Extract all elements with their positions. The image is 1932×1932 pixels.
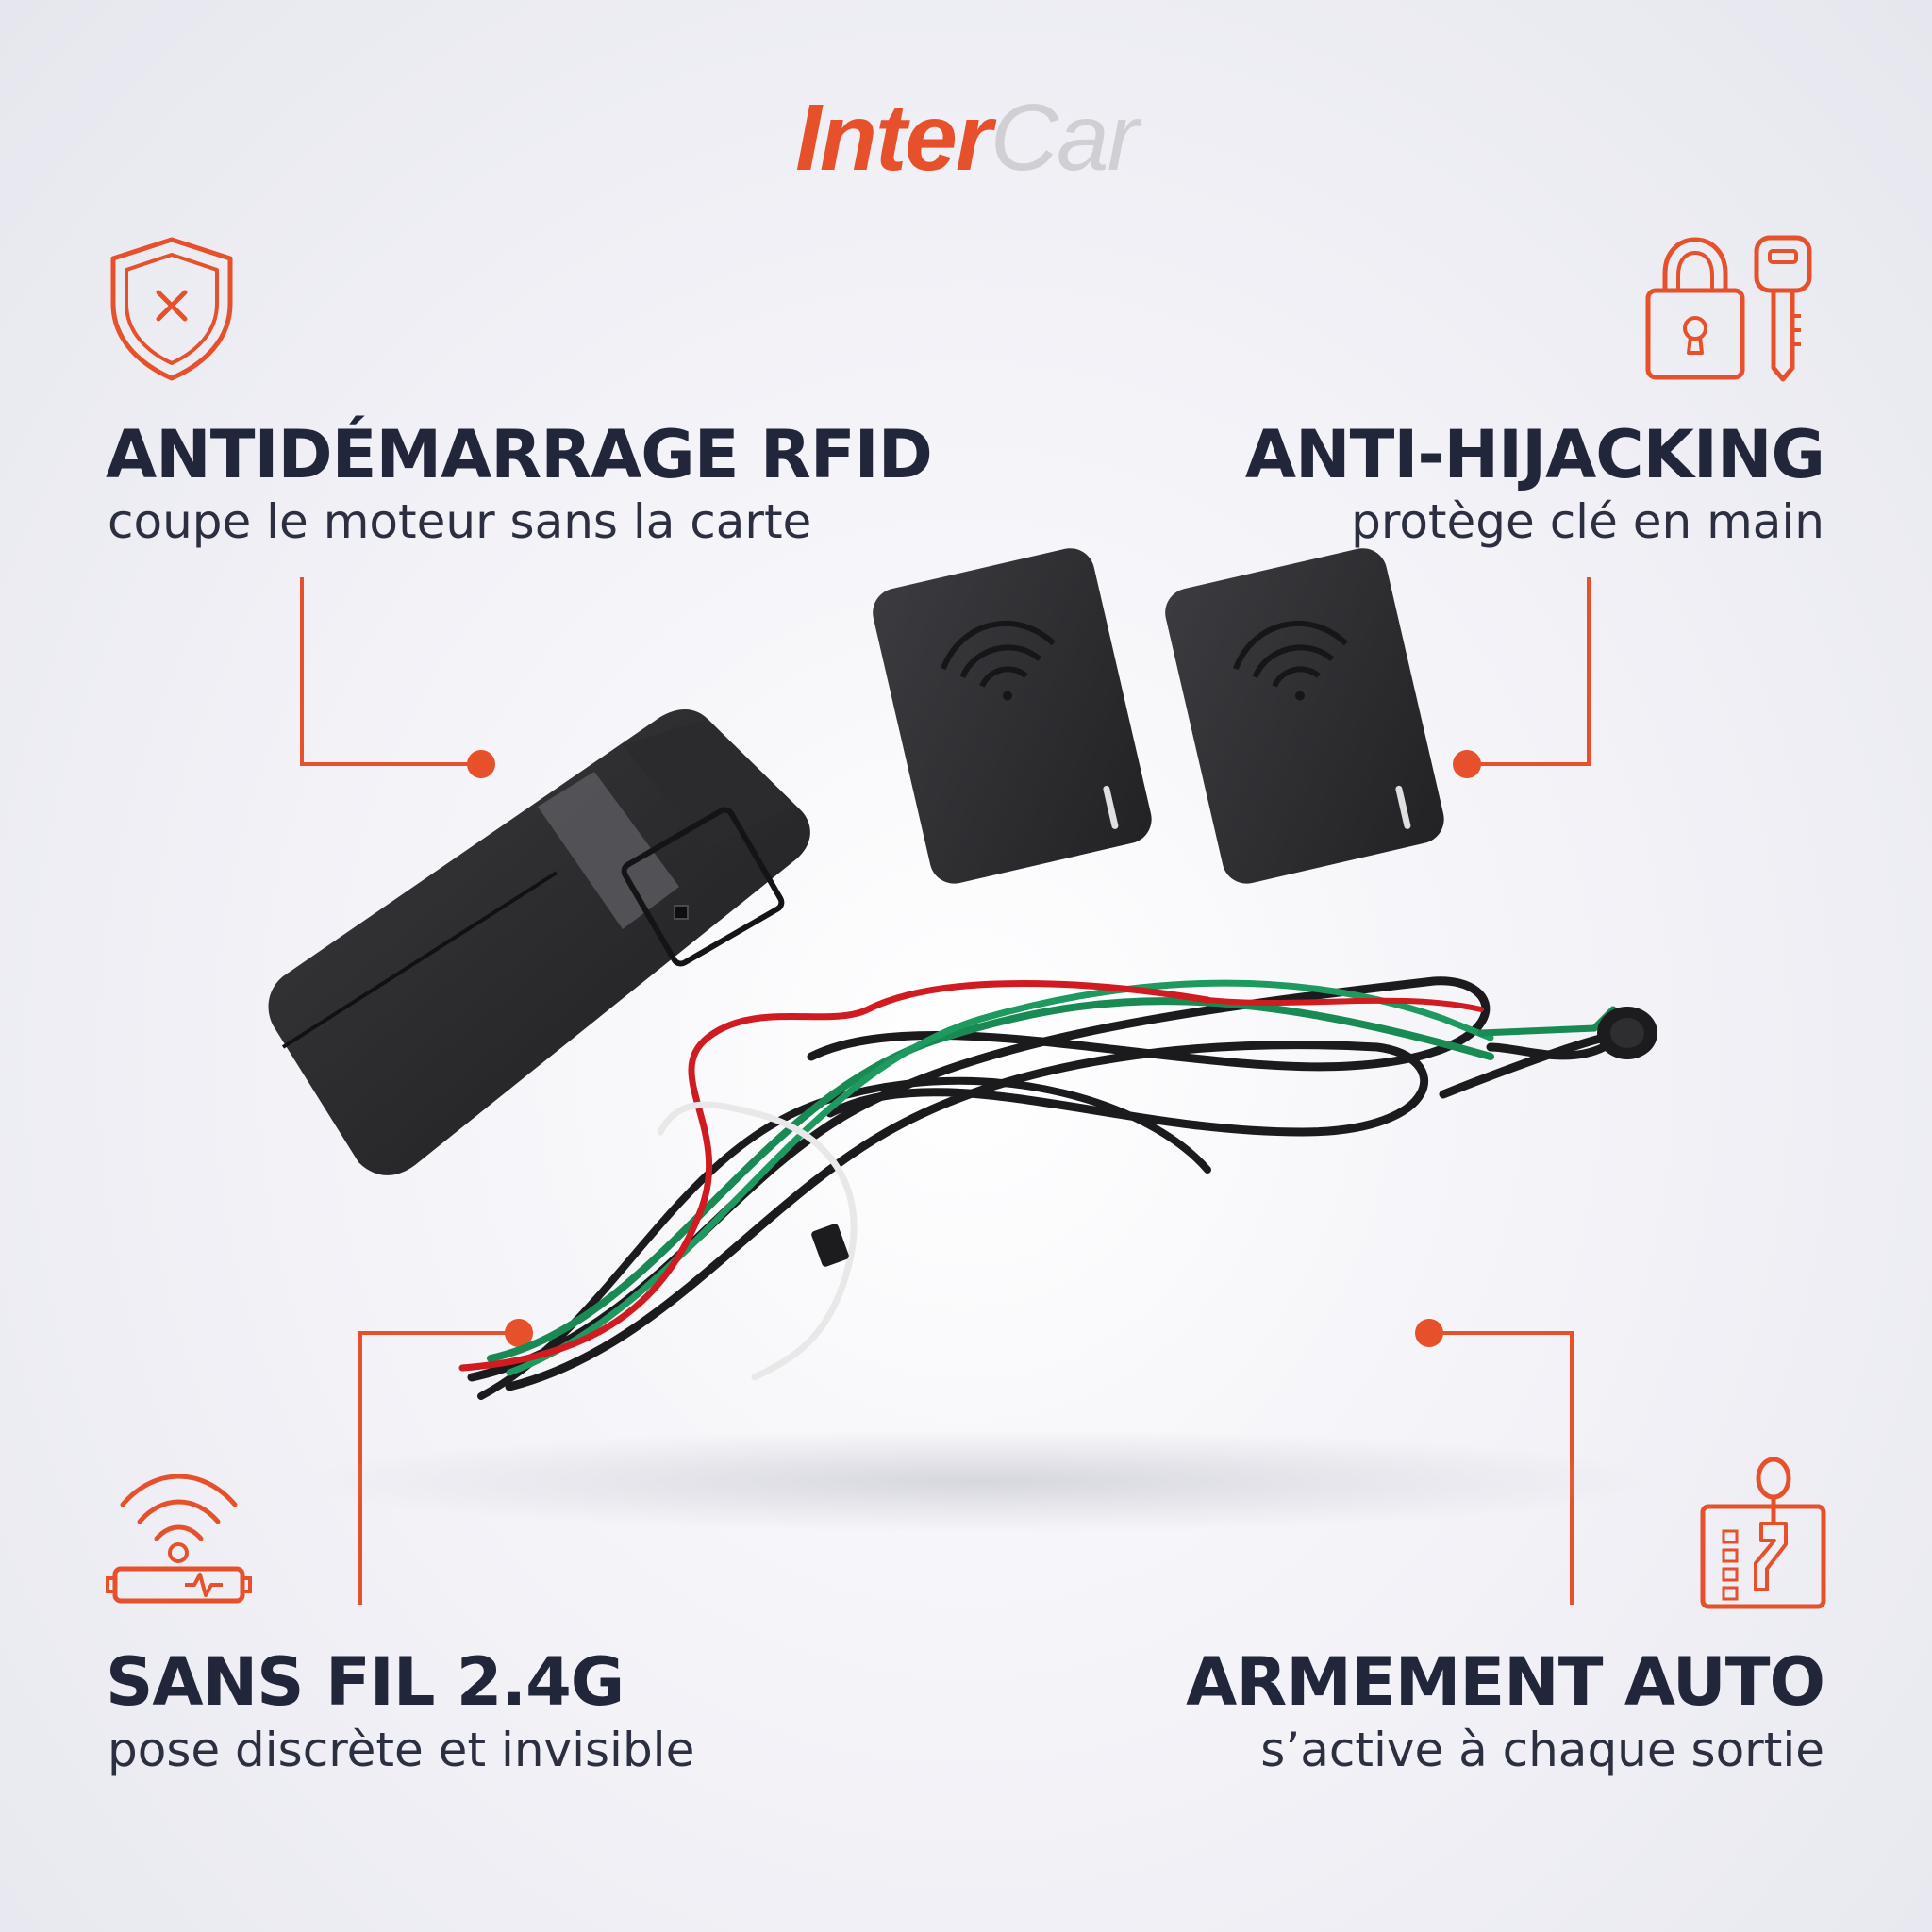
wiring-harness	[458, 976, 1617, 1400]
product-illustration	[268, 548, 1660, 1533]
connector-line-rfid-horizontal	[300, 762, 481, 766]
brand-logo-part2: Car	[990, 85, 1139, 191]
feature-wireless-title: SANS FIL 2.4G	[106, 1643, 625, 1721]
brand-logo: InterCar	[0, 91, 1932, 185]
rfid-tag-1	[873, 548, 1152, 884]
wireless-signal-icon	[106, 1474, 252, 1604]
connector-line-arming-horizontal	[1429, 1331, 1574, 1335]
connector-line-wireless-horizontal	[358, 1331, 519, 1335]
connector-line-hijack-horizontal	[1467, 762, 1591, 766]
gear-shifter-icon	[1700, 1457, 1826, 1609]
connector-dot-hijack	[1453, 750, 1481, 778]
feature-arming-title: ARMEMENT AUTO	[1186, 1643, 1825, 1721]
feature-wireless-subtitle: pose discrète et invisible	[108, 1723, 695, 1777]
fuse-holder	[811, 1224, 849, 1267]
connector-dot-rfid	[467, 750, 495, 778]
switch-connector	[1597, 1007, 1657, 1059]
feature-rfid-subtitle: coupe le moteur sans la carte	[108, 494, 812, 549]
feature-arming-subtitle: s’active à chaque sortie	[1260, 1723, 1824, 1777]
connector-line-rfid-vertical	[300, 577, 304, 766]
feature-hijack-subtitle: protège clé en main	[1351, 494, 1824, 549]
brand-logo-part1: Inter	[795, 85, 992, 191]
connector-line-hijack-vertical	[1587, 577, 1591, 766]
feature-hijack-title: ANTI-HIJACKING	[1244, 416, 1825, 493]
control-module	[268, 708, 810, 1175]
padlock-key-icon	[1645, 235, 1812, 382]
rfid-tag-2	[1165, 548, 1444, 884]
shield-x-icon	[110, 237, 233, 381]
feature-rfid-title: ANTIDÉMARRAGE RFID	[106, 416, 933, 493]
floor-shadow	[302, 1429, 1660, 1533]
